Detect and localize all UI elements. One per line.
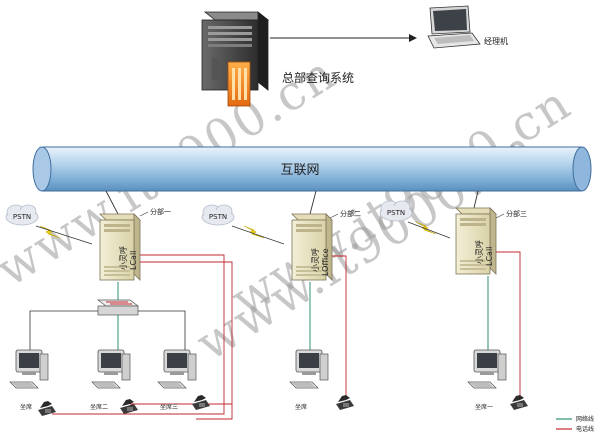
branch-label: 分部三 [506, 209, 527, 218]
phone-line [496, 251, 521, 396]
manager-label: 经理机 [484, 36, 508, 46]
hq-server [201, 11, 270, 107]
phone-line [52, 254, 225, 415]
legend-label-phone: 电话线 [576, 425, 594, 433]
server-label-bottom: LCall [485, 247, 494, 266]
branch-1: PSTN 小灵呼 LCall 分部一 坐席 坐席二 坐席三 [5, 204, 233, 420]
branch-label: 分部二 [340, 209, 361, 218]
server-label-bottom: LOffice [321, 248, 330, 276]
seat-label: 坐席一 [475, 403, 493, 411]
legend: 网络线 电话线 [556, 415, 594, 433]
legend-label-network: 网络线 [576, 415, 594, 423]
phone-icon [120, 399, 138, 414]
pstn-label: PSTN [387, 209, 405, 217]
pstn-label: PSTN [209, 213, 227, 221]
watermark-group: www.it9000.cn www.it9000.cn www.it9000.c… [0, 45, 581, 372]
internet-label: 互联网 [280, 163, 319, 178]
pstn-label: PSTN [13, 213, 31, 221]
server-label-bottom: LCall [129, 251, 138, 270]
hq-label: 总部查询系统 [282, 70, 354, 85]
seat-label: 坐席三 [160, 403, 178, 411]
internet-pipe [32, 146, 592, 192]
server-label-top: 小灵呼 [310, 248, 320, 272]
seat-label: 坐席二 [90, 403, 108, 411]
phone-icon [336, 395, 354, 410]
branch-label: 分部一 [150, 207, 171, 216]
server-label-top: 小灵呼 [474, 240, 484, 264]
server-label-top: 小灵呼 [118, 246, 128, 270]
laptop-icon [427, 5, 481, 49]
phone-icon [510, 395, 528, 410]
workstation-icon [157, 349, 197, 389]
backbone-links [105, 190, 479, 215]
branch-2: PSTN 小灵呼 LOffice 分部二 坐席 [201, 204, 361, 411]
branch-3: PSTN 小灵呼 LCall 分部三 坐席一 [379, 200, 528, 411]
seat-label: 坐席 [20, 403, 32, 411]
phone-line [332, 255, 347, 396]
workstation-icon [9, 349, 49, 389]
switch-icon [96, 299, 140, 316]
workstation-icon [91, 349, 131, 389]
seat-label: 坐席 [295, 403, 307, 411]
workstation-icon [467, 349, 507, 389]
workstation-icon [289, 349, 329, 389]
phone-icon [192, 395, 210, 410]
